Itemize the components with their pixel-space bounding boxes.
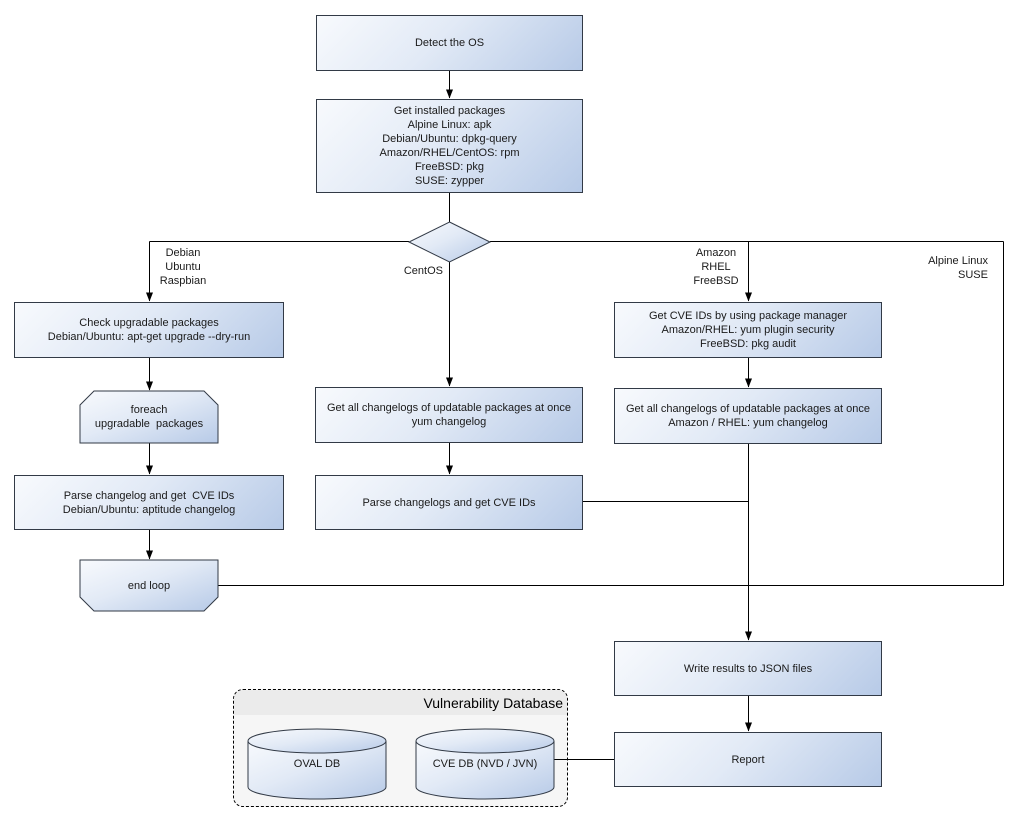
node-write-results-label: Write results to JSON files xyxy=(683,662,813,675)
node-get-cve-ids-pkg-manager-label: Get CVE IDs by using package manager Ama… xyxy=(648,310,848,350)
node-check-upgradable-label: Check upgradable packages Debian/Ubuntu:… xyxy=(47,317,251,343)
foreach-loop-label-box: foreach upgradable packages xyxy=(80,391,218,443)
node-detect-os: Detect the OS xyxy=(316,15,583,71)
branch-label-centos: CentOS xyxy=(403,265,443,277)
node-get-changelogs-amazon-label: Get all changelogs of updatable packages… xyxy=(625,403,870,429)
node-report-label: Report xyxy=(731,753,765,766)
node-report: Report xyxy=(614,732,882,787)
node-write-results: Write results to JSON files xyxy=(614,641,882,696)
node-get-changelogs-centos: Get all changelogs of updatable packages… xyxy=(315,387,583,443)
branch-label-amazon: Amazon RHEL FreeBSD xyxy=(693,247,739,287)
node-check-upgradable: Check upgradable packages Debian/Ubuntu:… xyxy=(14,302,284,358)
oval-db-label-box: OVAL DB xyxy=(248,741,386,787)
cve-db-label-box: CVE DB (NVD / JVN) xyxy=(416,741,554,787)
node-get-installed-packages: Get installed packages Alpine Linux: apk… xyxy=(316,99,583,193)
node-get-changelogs-centos-label: Get all changelogs of updatable packages… xyxy=(326,402,571,428)
node-parse-changelog-deb-label: Parse changelog and get CVE IDs Debian/U… xyxy=(62,489,236,516)
end-loop-label-box: end loop xyxy=(80,560,218,611)
oval-db-label: OVAL DB xyxy=(293,758,341,770)
node-get-cve-ids-pkg-manager: Get CVE IDs by using package manager Ama… xyxy=(614,302,882,358)
os-decision-diamond xyxy=(407,221,492,263)
vulnerability-database-title-bar: Vulnerability Database xyxy=(234,690,567,715)
node-parse-changelog-deb: Parse changelog and get CVE IDs Debian/U… xyxy=(14,475,284,530)
node-get-changelogs-amazon: Get all changelogs of updatable packages… xyxy=(614,388,882,444)
branch-label-alpine: Alpine Linux SUSE xyxy=(928,255,988,281)
foreach-loop-label: foreach upgradable packages xyxy=(94,404,204,430)
branch-label-debian: Debian Ubuntu Raspbian xyxy=(159,247,207,287)
node-parse-changelogs-centos-label: Parse changelogs and get CVE IDs xyxy=(362,496,536,509)
cve-db-label: CVE DB (NVD / JVN) xyxy=(432,758,538,770)
end-loop-label: end loop xyxy=(127,579,171,592)
vulnerability-database-title: Vulnerability Database xyxy=(423,694,563,711)
node-parse-changelogs-centos: Parse changelogs and get CVE IDs xyxy=(315,475,583,530)
node-detect-os-label: Detect the OS xyxy=(414,37,485,49)
node-get-installed-packages-label: Get installed packages Alpine Linux: apk… xyxy=(379,105,520,187)
